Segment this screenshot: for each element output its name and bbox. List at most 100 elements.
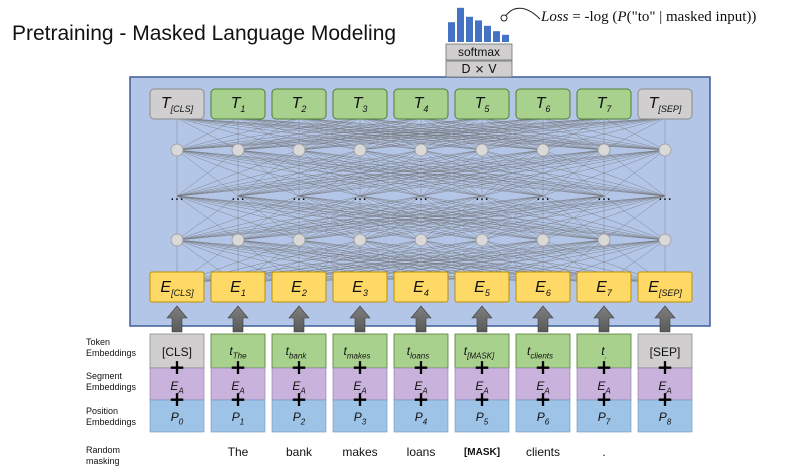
output-token-label: T[SEP] xyxy=(649,95,682,114)
masking-word: bank xyxy=(285,445,313,459)
hidden-node xyxy=(231,233,245,247)
position-embedding-label: P2 xyxy=(293,410,306,427)
histogram-bar xyxy=(484,25,491,42)
plus-icon: + xyxy=(474,355,491,379)
input-embedding-sub: 7 xyxy=(607,288,613,298)
token-embedding-box xyxy=(515,333,571,369)
attention-link xyxy=(176,239,361,285)
token-embedding-sub: . xyxy=(605,352,607,361)
attention-link xyxy=(176,117,361,151)
up-arrow-icon xyxy=(349,305,371,333)
output-token-sub: [CLS] xyxy=(170,104,194,114)
histogram-bar xyxy=(457,7,464,43)
output-token-label: T1 xyxy=(231,95,246,114)
loss-arg: ("to" | masked input)) xyxy=(626,9,757,25)
position-embedding-box xyxy=(332,399,388,433)
attention-link xyxy=(176,149,605,197)
hidden-node xyxy=(475,233,489,247)
segment-embedding-box xyxy=(637,367,693,401)
attention-link xyxy=(176,149,300,197)
loss-target-dot xyxy=(500,14,508,22)
plus-icon: + xyxy=(230,387,247,411)
ellipsis-node: … xyxy=(353,188,367,204)
output-token-sub: 2 xyxy=(300,104,306,114)
attention-link xyxy=(298,149,666,197)
segment-embedding-label: EA xyxy=(475,379,488,396)
hidden-node xyxy=(292,143,306,157)
position-embedding-box xyxy=(271,399,327,433)
ellipsis-node: … xyxy=(231,188,245,204)
output-token-label: T6 xyxy=(536,95,551,114)
input-embedding-box xyxy=(210,271,266,303)
hidden-node xyxy=(353,233,367,247)
hidden-node xyxy=(231,143,245,157)
masking-word: loans xyxy=(406,445,436,459)
up-arrow-icon xyxy=(532,305,554,333)
attention-link xyxy=(176,195,361,241)
output-token-sub: 4 xyxy=(423,104,428,114)
attention-link xyxy=(542,117,666,151)
segment-embedding-label: EA xyxy=(597,379,610,396)
segment-embedding-sub: A xyxy=(177,387,183,396)
up-arrow-icon xyxy=(593,305,615,333)
segment-embedding-label: EA xyxy=(292,379,305,396)
output-token-box xyxy=(210,88,266,120)
hidden-node xyxy=(597,233,611,247)
token-embedding-box xyxy=(576,333,632,369)
position-embedding-sub: 2 xyxy=(300,418,306,427)
loss-name: Loss xyxy=(541,9,569,25)
plus-icon: + xyxy=(413,387,430,411)
hidden-node xyxy=(414,143,428,157)
plus-icon: + xyxy=(291,387,308,411)
up-arrow-icon xyxy=(288,305,310,333)
ellipsis-node: … xyxy=(475,188,489,204)
hidden-node xyxy=(170,233,184,247)
attention-link xyxy=(359,117,666,151)
input-embedding-sub: 5 xyxy=(485,288,491,298)
attention-link xyxy=(176,149,483,197)
token-embedding-box xyxy=(271,333,327,369)
attention-link xyxy=(481,195,666,241)
token-embedding-label: [SEP] xyxy=(650,345,681,359)
token-embedding-label: tclients xyxy=(527,344,553,361)
segment-embedding-sub: A xyxy=(360,387,366,396)
up-arrow-icon xyxy=(654,305,676,333)
token-embedding-label: t. xyxy=(601,344,607,361)
attention-link xyxy=(176,117,605,151)
ellipsis-node: … xyxy=(597,188,611,204)
loss-curve xyxy=(504,7,541,20)
output-token-box xyxy=(576,88,632,120)
ellipsis-node: … xyxy=(170,188,184,204)
input-embedding-label: E4 xyxy=(413,279,429,298)
input-embedding-label: E[CLS] xyxy=(160,279,194,298)
plus-icon: + xyxy=(596,355,613,379)
page-title: Pretraining - Masked Language Modeling xyxy=(12,22,397,45)
plus-icon: + xyxy=(657,387,674,411)
input-embedding-box xyxy=(454,271,510,303)
output-token-sub: 7 xyxy=(606,104,612,114)
token-embedding-label: tmakes xyxy=(344,344,371,361)
token-embedding-sub: makes xyxy=(347,352,371,361)
attention-link xyxy=(176,195,483,241)
segment-embedding-sub: A xyxy=(299,387,305,396)
attention-link xyxy=(176,149,422,197)
output-token-label: T[CLS] xyxy=(161,95,194,114)
input-embedding-box xyxy=(271,271,327,303)
hidden-node xyxy=(353,143,367,157)
attention-link xyxy=(176,149,666,197)
hidden-node xyxy=(414,233,428,247)
input-embedding-box xyxy=(332,271,388,303)
input-embedding-label: E5 xyxy=(474,279,491,298)
softmax-box xyxy=(445,43,513,61)
attention-link xyxy=(237,149,666,197)
attention-link xyxy=(359,149,666,197)
position-embedding-label: P0 xyxy=(171,410,184,427)
token-embedding-box xyxy=(210,333,266,369)
masking-word: makes xyxy=(342,445,378,459)
masking-word: The xyxy=(227,445,249,459)
output-token-box xyxy=(271,88,327,120)
position-embedding-label: P6 xyxy=(537,410,550,427)
